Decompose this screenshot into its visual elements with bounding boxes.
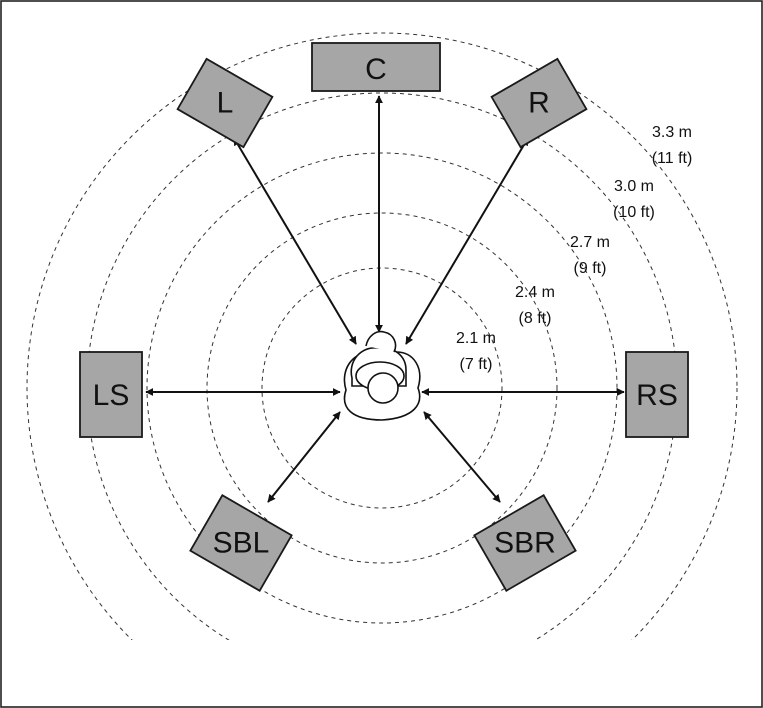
- speaker-surround-back-left: SBL: [189, 494, 293, 592]
- speaker-center: C: [311, 42, 441, 92]
- listener-arm: [365, 330, 397, 353]
- speaker-surround-back-right-label: SBR: [494, 527, 556, 560]
- dist-2-4-ft: (8 ft): [519, 310, 552, 327]
- speaker-surround-right-label: RS: [636, 379, 678, 412]
- dist-3-3-m: 3.3 m: [652, 124, 692, 141]
- speaker-center-label: C: [365, 53, 387, 86]
- distance-labels: 2.1 m (7 ft) 2.4 m (8 ft) 2.7 m (9 ft) 3…: [456, 124, 692, 373]
- speaker-front-right-box: [490, 57, 588, 149]
- arrow-front-left: [233, 137, 357, 345]
- speaker-surround-back-right: SBR: [473, 494, 577, 592]
- dist-2-7-ft: (9 ft): [574, 260, 607, 277]
- speaker-surround-left-label: LS: [93, 379, 130, 412]
- speaker-surround-back-left-label: SBL: [213, 527, 270, 560]
- ring-3-3m: [26, 32, 738, 640]
- listener-head: [367, 372, 399, 404]
- speaker-front-right-label: R: [528, 87, 550, 120]
- dist-2-7-m: 2.7 m: [570, 234, 610, 251]
- dist-2-1-m: 2.1 m: [456, 330, 496, 347]
- speaker-surround-back-right-box: [473, 494, 577, 592]
- arrow-surround-back-left: [267, 411, 341, 503]
- dist-3-0-ft: (10 ft): [613, 204, 655, 221]
- speaker-surround-right: RS: [625, 351, 689, 438]
- dist-3-0-m: 3.0 m: [614, 178, 654, 195]
- arrow-surround-back-right: [423, 411, 501, 503]
- speaker-surround-left: LS: [79, 351, 143, 438]
- speaker-center-box: [311, 42, 441, 92]
- distance-arrows: [145, 95, 625, 503]
- speaker-surround-right-box: [625, 351, 689, 438]
- speaker-front-left-box: [176, 57, 274, 149]
- speaker-surround-left-box: [79, 351, 143, 438]
- dist-3-3-ft: (11 ft): [652, 150, 693, 167]
- speaker-front-right: R: [490, 57, 588, 149]
- speaker-front-left: L: [176, 57, 274, 149]
- dist-2-4-m: 2.4 m: [515, 284, 555, 301]
- speaker-surround-back-left-box: [189, 494, 293, 592]
- dist-2-1-ft: (7 ft): [460, 356, 493, 373]
- speaker-front-left-label: L: [217, 87, 234, 120]
- arrow-front-right: [405, 137, 529, 345]
- listener-icon: [343, 330, 421, 421]
